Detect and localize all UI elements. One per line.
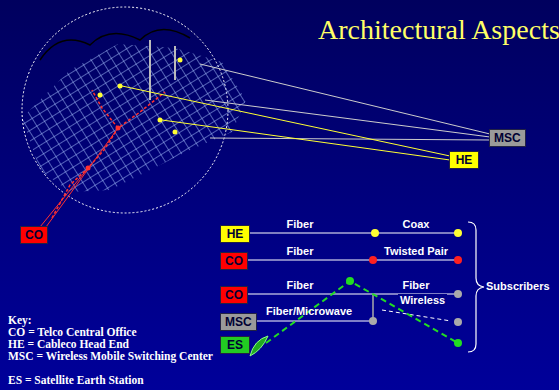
site-box: HE: [449, 151, 479, 169]
telco-route: [92, 90, 118, 128]
line-label: Fiber/Microwave: [266, 305, 352, 318]
site-name: HE: [227, 227, 244, 241]
line-label: Fiber: [287, 218, 314, 231]
key-heading: Key:: [8, 314, 219, 326]
site-box: HE: [220, 225, 250, 243]
site-box: CO: [20, 226, 48, 244]
msc-feeds: [200, 64, 490, 140]
line-label: Wireless: [398, 294, 447, 307]
subscriber-dots: [369, 229, 462, 326]
msc-drop: [372, 294, 374, 321]
access-lines: [240, 233, 458, 321]
telco-route: [52, 92, 165, 218]
line-label: Fiber: [287, 279, 314, 292]
site-box: CO: [220, 252, 248, 270]
dish-antenna: [250, 336, 268, 356]
satellite: [346, 277, 354, 285]
line-label: Coax: [403, 218, 430, 231]
site-name: CO: [25, 228, 43, 242]
street-grid: [0, 0, 260, 210]
he-feeds: [122, 86, 450, 160]
site-name: CO: [225, 254, 243, 268]
group-label: Subscribers: [486, 280, 550, 293]
tower-lines: [150, 40, 175, 100]
subscriber-dot: [454, 339, 462, 347]
line-label: Fiber: [403, 279, 430, 292]
site-box: ES: [220, 336, 250, 354]
site-name: MSC: [494, 131, 521, 145]
site-name: MSC: [225, 315, 252, 329]
site-name: HE: [456, 153, 473, 167]
key-entry: ES = Satellite Earth Station: [8, 374, 219, 386]
key-entry: HE = Cableco Head End: [8, 338, 219, 350]
site-box: MSC: [220, 313, 257, 331]
site-box: MSC: [489, 129, 526, 147]
slide-title: Architectural Aspects: [318, 14, 559, 46]
line-label: Fiber: [287, 245, 314, 258]
co-feeds: [40, 128, 118, 227]
subscriber-brace: [468, 222, 484, 352]
line-label: Twisted Pair: [384, 245, 448, 258]
cell-arcs: [40, 29, 190, 60]
site-name: CO: [225, 288, 243, 302]
key-entry: MSC = Wireless Mobile Switching Center: [8, 350, 219, 362]
site-box: CO: [220, 286, 248, 304]
key-entry: CO = Telco Central Office: [8, 326, 219, 338]
site-name: ES: [227, 338, 243, 352]
